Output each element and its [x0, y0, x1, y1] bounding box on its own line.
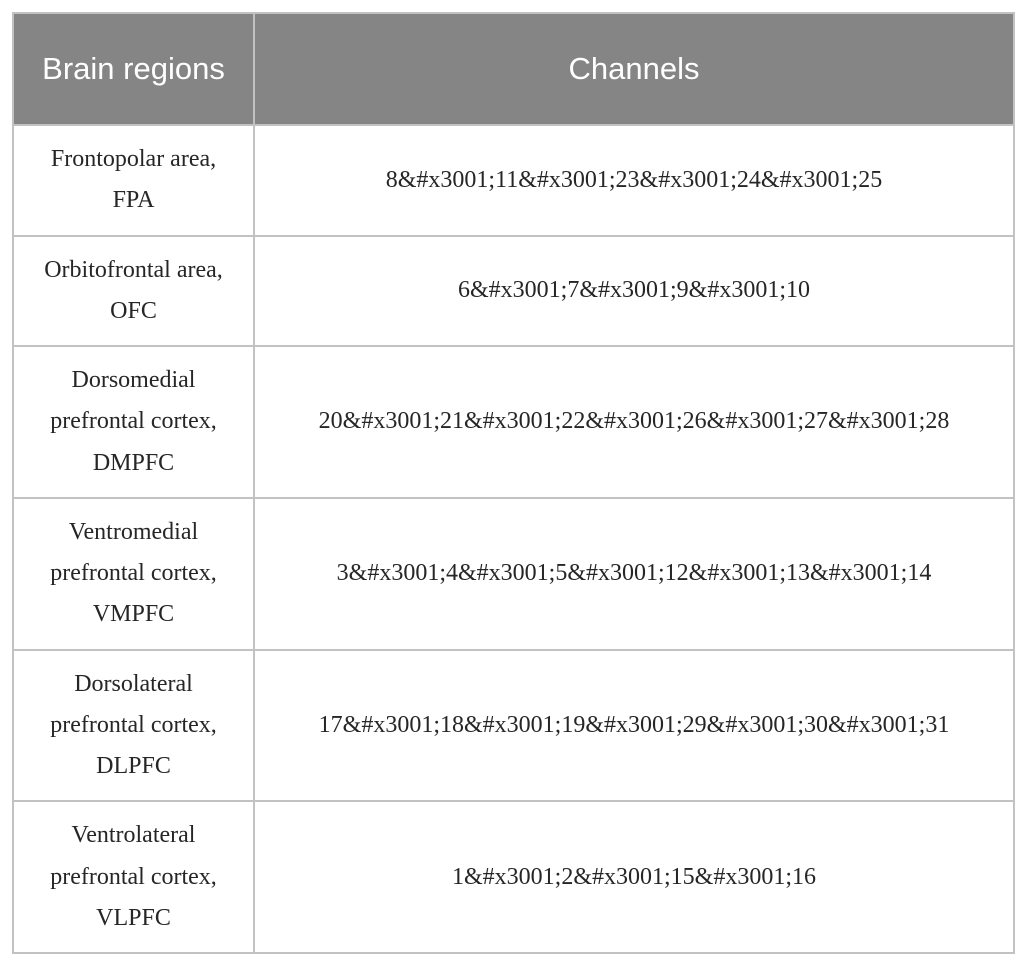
- table-row: Dorsomedial prefrontal cortex, DMPFC 20&…: [12, 345, 1015, 499]
- table-header: Brain regions Channels: [12, 12, 1015, 126]
- table-body: Frontopolar area, FPA 8&#x3001;11&#x3001…: [12, 124, 1015, 955]
- channels-cell-dmpfc: 20&#x3001;21&#x3001;22&#x3001;26&#x3001;…: [253, 345, 1015, 499]
- region-cell-fpa: Frontopolar area, FPA: [12, 124, 255, 237]
- table-row: Frontopolar area, FPA 8&#x3001;11&#x3001…: [12, 124, 1015, 237]
- channels-cell-fpa: 8&#x3001;11&#x3001;23&#x3001;24&#x3001;2…: [253, 124, 1015, 237]
- table-row: Dorsolateral prefrontal cortex, DLPFC 17…: [12, 648, 1015, 803]
- table-row: Orbitofrontal area, OFC 6&#x3001;7&#x300…: [12, 234, 1015, 348]
- brain-regions-channels-table: Brain regions Channels Frontopolar area,…: [12, 12, 1015, 955]
- region-cell-vmpfc: Ventromedial prefrontal cortex, VMPFC: [12, 496, 255, 651]
- header-channels: Channels: [253, 12, 1015, 126]
- region-cell-vlpfc: Ventrolateral prefrontal cortex, VLPFC: [12, 800, 255, 955]
- table-row: Ventromedial prefrontal cortex, VMPFC 3&…: [12, 496, 1015, 651]
- channels-cell-dlpfc: 17&#x3001;18&#x3001;19&#x3001;29&#x3001;…: [253, 648, 1015, 803]
- region-cell-dmpfc: Dorsomedial prefrontal cortex, DMPFC: [12, 345, 255, 499]
- table-row: Ventrolateral prefrontal cortex, VLPFC 1…: [12, 800, 1015, 955]
- channels-cell-ofc: 6&#x3001;7&#x3001;9&#x3001;10: [253, 234, 1015, 348]
- channels-cell-vlpfc: 1&#x3001;2&#x3001;15&#x3001;16: [253, 800, 1015, 955]
- header-brain-regions: Brain regions: [12, 12, 255, 126]
- region-cell-dlpfc: Dorsolateral prefrontal cortex, DLPFC: [12, 648, 255, 803]
- header-row: Brain regions Channels: [12, 12, 1015, 126]
- channels-cell-vmpfc: 3&#x3001;4&#x3001;5&#x3001;12&#x3001;13&…: [253, 496, 1015, 651]
- region-cell-ofc: Orbitofrontal area, OFC: [12, 234, 255, 348]
